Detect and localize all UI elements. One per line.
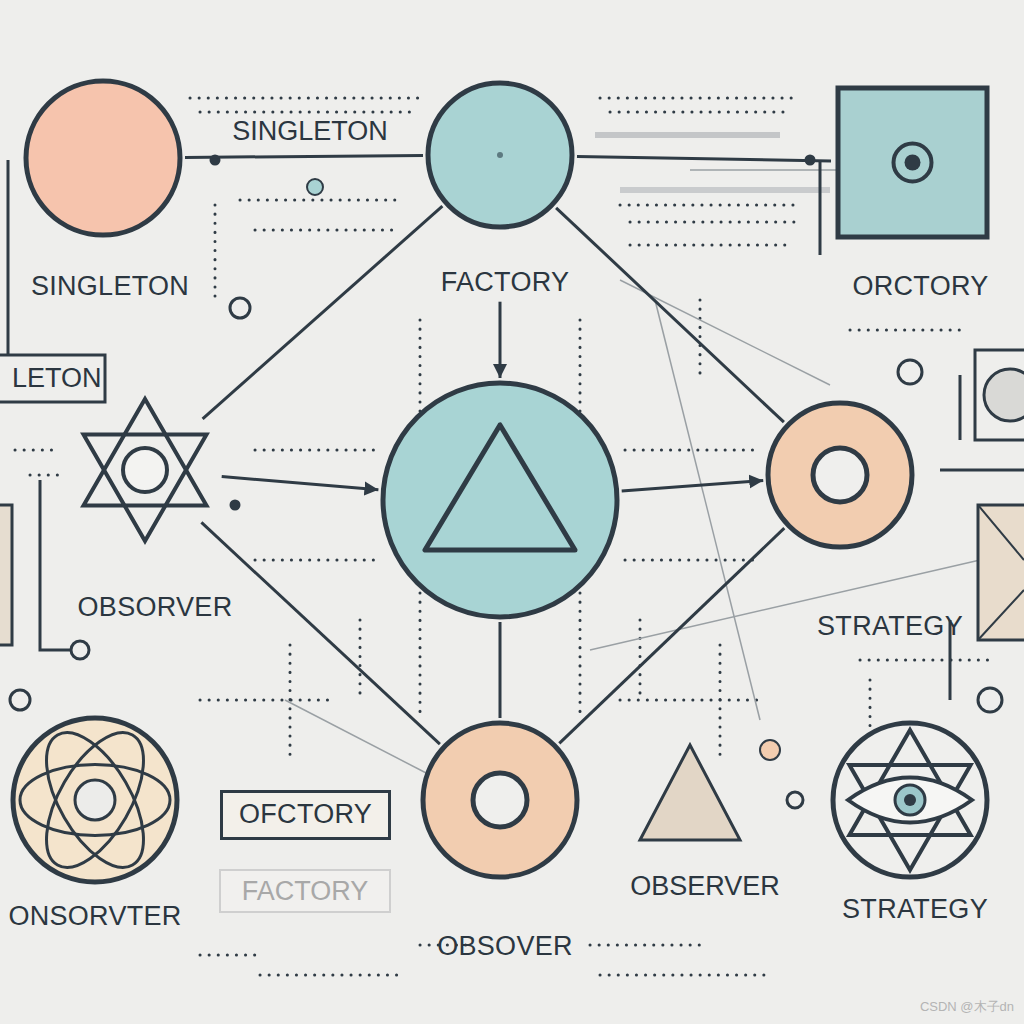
decoration: [40, 480, 70, 650]
connector-line: [622, 481, 764, 492]
node-label: STRATEGY: [842, 895, 988, 925]
tealDot-shape: [425, 80, 575, 230]
decoration: [231, 501, 239, 509]
pattern-node: FACTORY: [425, 80, 575, 230]
node-label: ONSORVTER: [8, 902, 181, 932]
pattern-node: SINGLETON: [23, 78, 183, 238]
decoration: [978, 505, 1024, 640]
node-label: FACTORY: [441, 268, 570, 298]
ring-shape: [420, 720, 580, 880]
decoration: [0, 505, 12, 645]
starEye-shape: [830, 720, 990, 880]
decoration: [7, 160, 10, 355]
decoration: [285, 700, 430, 775]
decoration: [620, 187, 830, 193]
connector-line: [556, 208, 784, 422]
pattern-node: STRATEGY: [830, 720, 990, 880]
decoration: [200, 645, 770, 975]
decoration: [255, 320, 760, 720]
pattern-node: OBSORVER: [70, 395, 220, 545]
decoration: [655, 300, 760, 720]
decoration: [10, 690, 30, 710]
connector-line: [203, 206, 443, 419]
connector-line: [499, 302, 502, 378]
decoration: [959, 375, 962, 440]
pinkCircle-shape: [23, 78, 183, 238]
decoration: [230, 298, 250, 318]
decoration: [307, 179, 323, 195]
decoration: [978, 505, 1024, 640]
pattern-node: ONSORVTER: [10, 715, 180, 885]
ring-shape: [765, 400, 915, 550]
node-label: OBSORVER: [78, 593, 233, 623]
faded-label: FACTORY: [242, 877, 369, 907]
node-label: SINGLETON: [31, 272, 189, 302]
decoration: [15, 330, 990, 760]
pattern-node: OBSOVER: [420, 720, 580, 880]
pattern-node: ORCTORY: [835, 85, 990, 240]
decoration: [984, 369, 1024, 421]
eyeSquare-shape: [835, 85, 990, 240]
connector-line: [185, 156, 423, 158]
decoration: [787, 792, 803, 808]
decoration: [595, 132, 780, 138]
decoration: [0, 355, 105, 402]
decoration: [975, 350, 1024, 440]
decoration: [978, 688, 1002, 712]
watermark: CSDN @木子dn: [920, 1000, 1014, 1014]
decoration: [71, 641, 89, 659]
connector-line: [577, 156, 831, 161]
annotation-label: LETON: [12, 364, 102, 394]
atom-shape: [10, 715, 180, 885]
triangleCircle-shape: [380, 380, 620, 620]
node-label: STRATEGY: [817, 612, 963, 642]
decoration: [640, 745, 740, 840]
star-shape: [70, 395, 220, 545]
connector-line: [222, 477, 379, 490]
pattern-node: [380, 380, 620, 620]
decoration: [0, 156, 1024, 912]
node-label: OBSOVER: [437, 932, 573, 962]
decoration: [590, 560, 980, 650]
annotation-label: OBSERVER: [630, 872, 780, 902]
decoration: [819, 160, 822, 255]
annotation-label: SINGLETON: [232, 117, 388, 147]
decoration: [220, 870, 390, 912]
connector-line: [499, 622, 502, 718]
pattern-node: STRATEGY: [765, 400, 915, 550]
decoration: [898, 360, 922, 384]
node-label: ORCTORY: [852, 272, 988, 302]
node-label: OFCTORY: [239, 800, 372, 830]
label-box: OFCTORY: [220, 790, 391, 840]
decoration: [760, 740, 780, 760]
decoration: [200, 300, 760, 700]
